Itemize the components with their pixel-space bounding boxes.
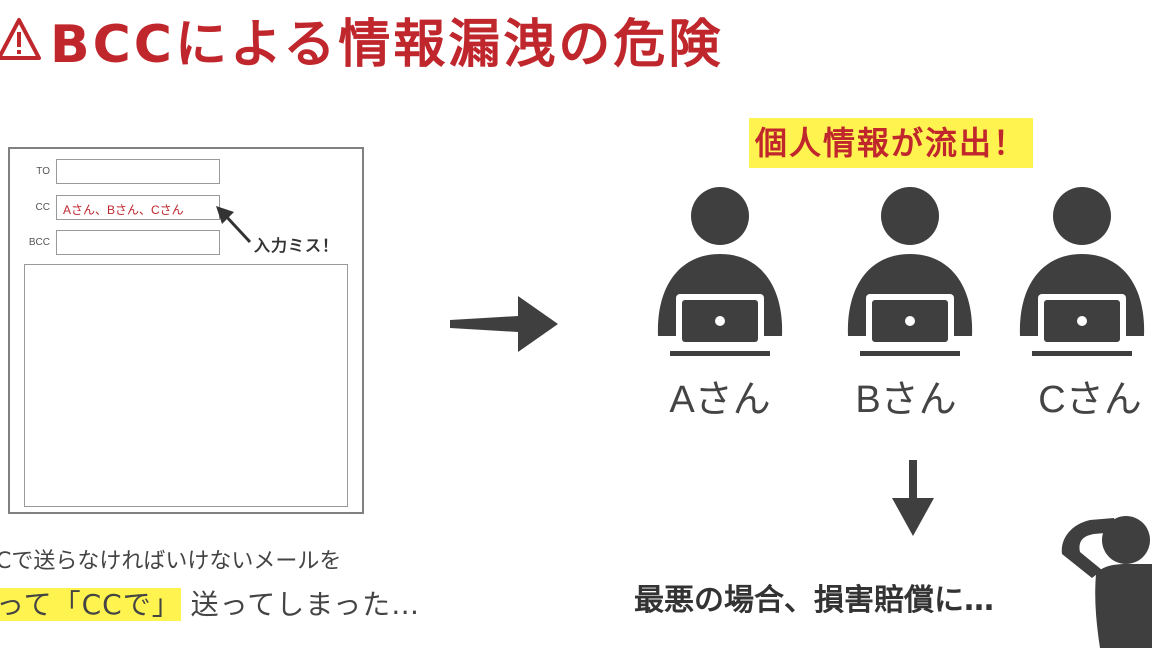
consequence-text: 最悪の場合、損害賠償に…: [634, 583, 994, 618]
person-laptop-icon: [657, 187, 783, 358]
bcc-label: BCC: [28, 237, 50, 248]
mistake-label: 入力ミス！: [254, 236, 340, 255]
person-name-b: Bさん: [855, 379, 957, 421]
caption-line2-rest: 送ってしまった…: [190, 588, 421, 621]
down-arrow-icon: [892, 460, 934, 536]
cc-field[interactable]: Aさん、Bさん、Cさん: [56, 195, 220, 220]
person-name-c: Cさん: [1038, 379, 1142, 421]
caption-line1: Cで送らなければいけないメールを: [0, 549, 342, 574]
right-arrow-icon: [450, 296, 558, 352]
caption-line2: って「CCで」 送ってしまった…: [0, 583, 420, 623]
to-label: TO: [36, 166, 50, 177]
mistake-pointer-arrow: [216, 206, 252, 244]
warning-icon: [0, 18, 41, 60]
bcc-field[interactable]: [56, 230, 220, 255]
person-laptop-icon: [847, 187, 973, 358]
distressed-person-icon: [1061, 516, 1152, 648]
title-text: BCCによる情報漏洩の危険: [50, 14, 724, 75]
page-title: BCCによる情報漏洩の危険: [0, 4, 724, 75]
person-laptop-icon: [1019, 187, 1145, 358]
cc-field-value: Aさん、Bさん、Cさん: [63, 203, 184, 217]
person-name-a: Aさん: [669, 379, 771, 421]
leak-label: 個人情報が流出！: [749, 118, 1034, 168]
to-field[interactable]: [56, 159, 220, 184]
caption-highlight: って「CCで」: [0, 588, 181, 621]
message-body-field[interactable]: [24, 264, 348, 507]
email-mockup: TO CC Aさん、Bさん、Cさん BCC: [8, 147, 364, 514]
cc-label: CC: [35, 202, 50, 213]
